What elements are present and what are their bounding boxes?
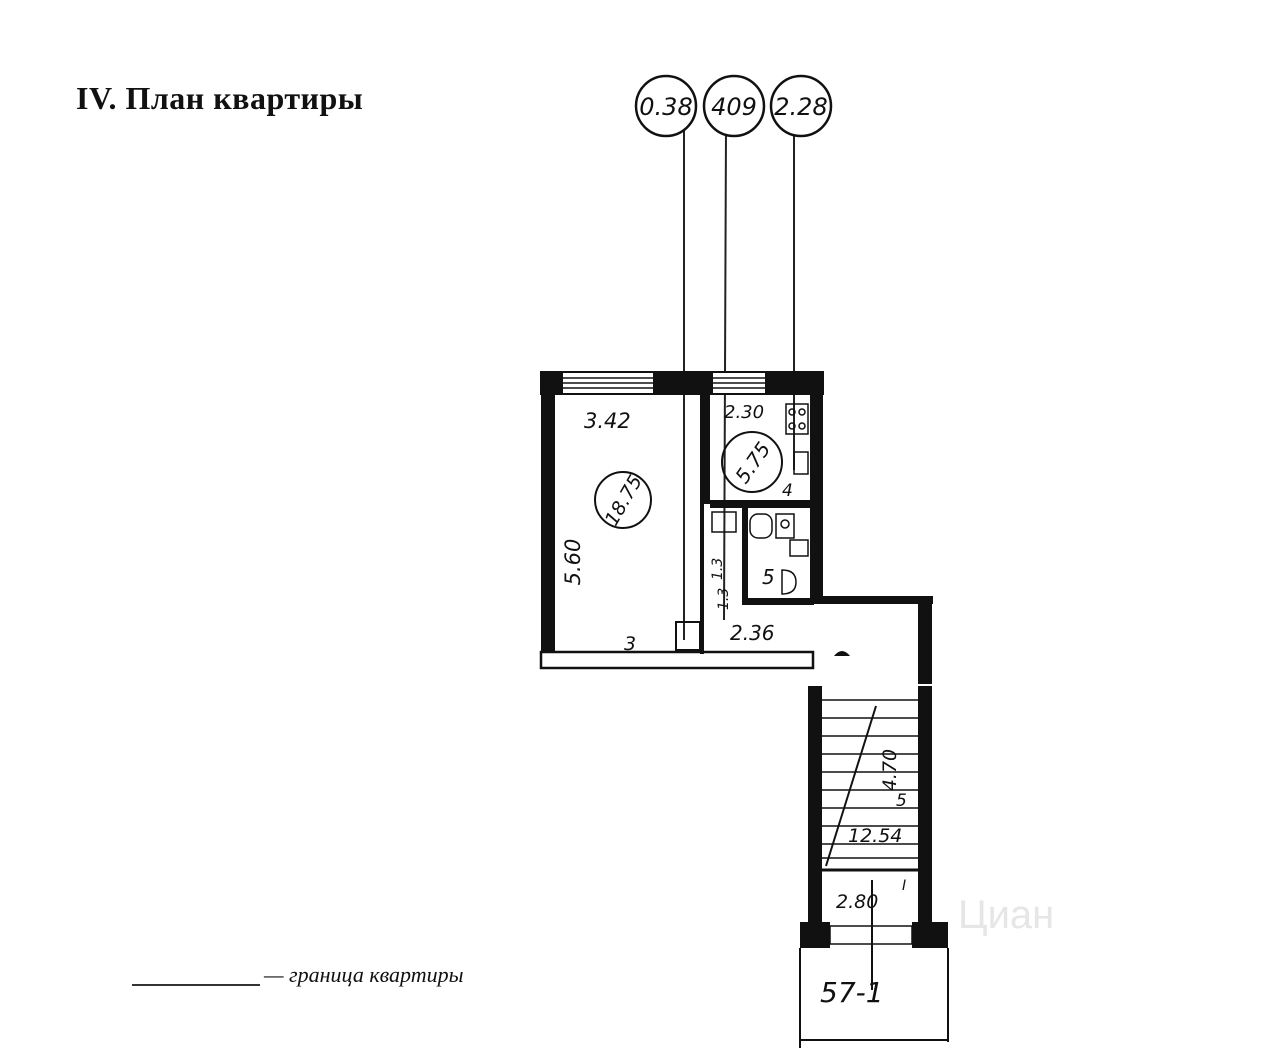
landing-wall [918,604,932,684]
stair-pier [800,922,830,948]
legend-line [132,984,260,986]
bath-dim-label: 1.3 [710,558,726,580]
stair-pier [912,922,948,948]
stair-mark-label: 5 [896,791,907,811]
door-swing [834,651,850,656]
bath-dim2-label: 1.3 [716,588,732,610]
stove-icon [785,403,809,435]
bottom-wall [539,650,815,670]
stair-area-label: 12.54 [848,825,902,847]
watermark-text: Циан [958,893,1054,937]
wall-pier [653,372,713,394]
right-wall [810,394,823,604]
landing-wall [823,596,933,604]
kitchen-wall [710,500,810,508]
wall-pier [765,372,823,394]
corridor-width-label: 2.36 [730,621,775,645]
bath-wall [742,598,814,605]
bath-fixtures-icon [711,511,809,595]
area-circle-living [594,471,652,529]
svg-text:0.38: 0.38 [639,93,692,121]
page-title: IV. План квартиры [76,80,364,116]
window-kitchen [713,377,765,389]
marker-circle-1: 0.38 [634,74,698,138]
marker-circle-3: 2.28 [769,74,833,138]
kitchen-width-label: 2.30 [724,402,764,423]
stair-steps [822,699,918,867]
bath-wall [742,508,748,604]
left-wall [541,394,555,664]
stair-width-label: 2.80 [836,891,878,913]
svg-text:2.28: 2.28 [774,93,827,121]
stair-length-label: 4.70 [879,749,901,791]
marker-circle-2: 409 [702,74,766,138]
closet-icon [675,621,701,651]
partition-wall [700,504,704,654]
wall-pier [541,372,563,394]
entrance-label: 57-1 [820,976,884,1009]
sink-icon [793,451,809,475]
stair-index-label: I [902,878,906,894]
area-circle-kitchen [721,431,783,493]
living-width-label: 3.42 [584,409,631,433]
entrance-outline [799,948,949,1048]
svg-text:409: 409 [711,93,757,121]
kitchen-area-label: 5.75 [730,437,775,487]
living-area-label: 18.75 [601,471,647,529]
bath-label: 5 [762,565,775,589]
living-length-label: 5.60 [561,539,585,586]
living-index-label: 3 [624,633,636,655]
legend-text: — граница квартиры [264,962,464,987]
partition-wall [700,394,710,504]
stair-wall-right [918,686,932,926]
stair-wall-left [808,686,822,926]
kitchen-index-label: 4 [782,481,793,501]
window-living [563,377,653,389]
